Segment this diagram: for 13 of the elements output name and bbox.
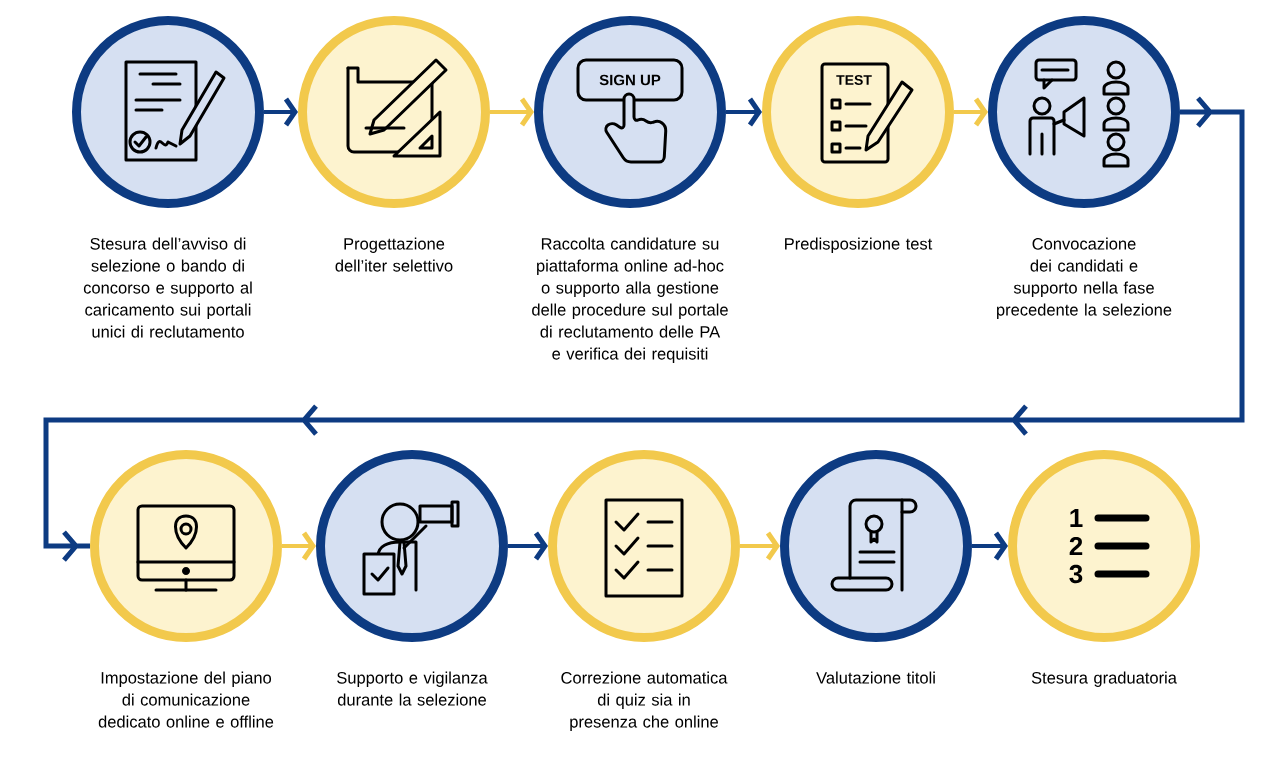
button-text: SIGN UP — [599, 74, 661, 86]
step-caption: Impostazione del piano di comunicazione dedicato online e offline — [98, 671, 274, 728]
step-caption: Correzione automatica di quiz sia in presenza che online — [561, 671, 728, 731]
step-caption: Raccolta candidature su piattaforma online ad-hoc o supporto alla gestione delle procedure sul portale di reclutamento delle PA e verifica dei requisiti — [532, 237, 728, 363]
step-caption: Progettazione dell’iter selettivo — [335, 237, 453, 272]
step-caption: Stesura graduatoria — [1031, 671, 1177, 687]
step-caption: Valutazione titoli — [816, 671, 935, 684]
step-caption: Supporto e vigilanza durante la selezione — [337, 671, 488, 706]
connector-line — [43, 95, 1245, 563]
step-caption: Predisposizione test — [785, 237, 933, 253]
step-caption: Convocazione dei candidati e supporto nella fase precedente la selezione — [997, 237, 1172, 319]
sheet-heading: TEST — [836, 75, 872, 85]
step-caption: Stesura dell’avviso di selezione o bando di concorso e supporto al caricamento sui portali unici di reclutamento — [83, 237, 252, 338]
